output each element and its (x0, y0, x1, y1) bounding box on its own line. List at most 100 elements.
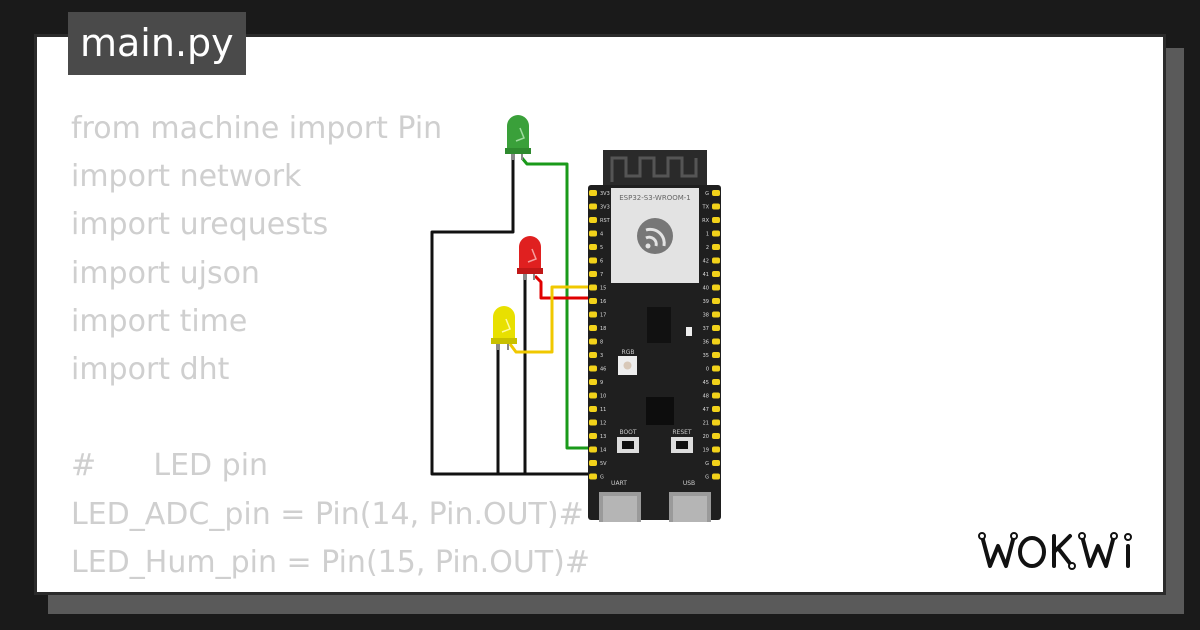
pin-label: 12 (600, 421, 606, 427)
pin-pad[interactable] (712, 190, 720, 196)
pin-pad[interactable] (712, 338, 720, 345)
led-red[interactable] (517, 236, 543, 280)
pin-label: 15 (600, 286, 606, 292)
pin-label: G (705, 475, 709, 481)
pin-label: 2 (706, 245, 709, 251)
pin-label: 5V (600, 461, 607, 467)
pin-pad[interactable] (712, 446, 720, 453)
wokwi-logo-icon (978, 532, 1132, 570)
pin-pad[interactable] (589, 392, 597, 399)
rgb-label: RGB (622, 349, 635, 356)
module-label: ESP32-S3-WROOM-1 (619, 194, 690, 202)
pin-label: 46 (600, 367, 606, 373)
pin-pad[interactable] (589, 203, 597, 210)
code-preview: from machine import Pin import network imp… (71, 105, 599, 592)
pin-pad[interactable] (589, 365, 597, 372)
pin-label: 20 (703, 434, 709, 440)
pin-label: 6 (600, 259, 603, 265)
code-line: import urequests (71, 207, 329, 243)
esp32-s3-board[interactable]: ESP32-S3-WROOM-1 RGB BOOT RESET UART USB… (588, 150, 721, 522)
pin-pad[interactable] (712, 365, 720, 372)
pin-pad[interactable] (589, 379, 597, 385)
pin-pad[interactable] (712, 298, 720, 304)
code-line: LED_Hum_pin = Pin(15, Pin.OUT)# (71, 544, 590, 580)
led-yellow[interactable] (491, 306, 517, 350)
code-line: import dht (71, 351, 230, 387)
code-line: from machine import Pin (71, 111, 443, 146)
pin-label: TX (702, 205, 710, 211)
espressif-logo-icon (637, 218, 673, 254)
pin-pad[interactable] (712, 473, 720, 480)
pin-pad[interactable] (712, 244, 720, 250)
chip (647, 307, 671, 343)
pin-pad[interactable] (589, 271, 597, 277)
pin-pad[interactable] (712, 419, 720, 426)
pin-pad[interactable] (712, 406, 720, 412)
pin-pad[interactable] (712, 379, 720, 385)
code-line: import network (71, 159, 302, 195)
pin-label: 3V3 (600, 191, 610, 197)
pin-pad[interactable] (712, 284, 720, 291)
wires (430, 152, 592, 476)
pin-label: 4 (600, 232, 603, 238)
pin-pad[interactable] (589, 460, 597, 466)
wire-green (520, 157, 592, 450)
pin-pad[interactable] (712, 230, 720, 237)
pin-label: 45 (703, 380, 709, 386)
pin-pad[interactable] (712, 257, 720, 264)
pin-pad[interactable] (589, 217, 597, 223)
pin-pad[interactable] (712, 460, 720, 466)
pin-label: 10 (600, 394, 606, 400)
pin-pad[interactable] (712, 352, 720, 358)
pin-label: 16 (600, 299, 606, 305)
pin-pad[interactable] (712, 203, 720, 210)
pin-label: 11 (600, 407, 606, 413)
antenna-icon (610, 156, 698, 182)
code-line: # LED pin (71, 448, 269, 484)
pin-label: 40 (703, 286, 709, 292)
wire-yellow (508, 285, 592, 354)
pin-label: 5 (600, 245, 603, 251)
pin-pad[interactable] (589, 325, 597, 331)
pin-pad[interactable] (589, 284, 597, 291)
pin-label: 3 (600, 353, 603, 359)
pin-label: 37 (703, 326, 709, 332)
pin-pad[interactable] (589, 338, 597, 345)
pin-pad[interactable] (589, 298, 597, 304)
pin-label: 17 (600, 313, 606, 319)
file-title: main.py (68, 12, 246, 75)
pin-pad[interactable] (712, 311, 720, 318)
pin-pad[interactable] (589, 244, 597, 250)
pin-pad[interactable] (589, 311, 597, 318)
pin-pad[interactable] (589, 257, 597, 264)
pin-pad[interactable] (589, 446, 597, 453)
pin-pad[interactable] (589, 419, 597, 426)
pin-pad[interactable] (589, 230, 597, 237)
pin-label: G (705, 191, 709, 197)
pin-pad[interactable] (712, 392, 720, 399)
pin-pad[interactable] (712, 433, 720, 439)
pin-label: G (705, 461, 709, 467)
pin-label: 8 (600, 340, 603, 346)
pin-label: 19 (703, 448, 709, 454)
pin-label: RST (600, 218, 611, 224)
pin-label: 48 (703, 394, 709, 400)
pin-pad[interactable] (589, 406, 597, 412)
wire-black-green-led (430, 152, 590, 476)
pin-pad[interactable] (589, 473, 597, 480)
pin-label: 36 (703, 340, 709, 346)
pin-pad[interactable] (712, 325, 720, 331)
reset-label: RESET (672, 429, 692, 436)
pin-label: 0 (706, 367, 709, 373)
pin-pad[interactable] (589, 190, 597, 196)
pin-pad[interactable] (589, 433, 597, 439)
pin-pad[interactable] (589, 352, 597, 358)
pin-pad[interactable] (712, 271, 720, 277)
pin-pad[interactable] (712, 217, 720, 223)
pin-label: 21 (703, 421, 709, 427)
pin-label: 38 (703, 313, 709, 319)
led-green[interactable] (505, 115, 531, 160)
